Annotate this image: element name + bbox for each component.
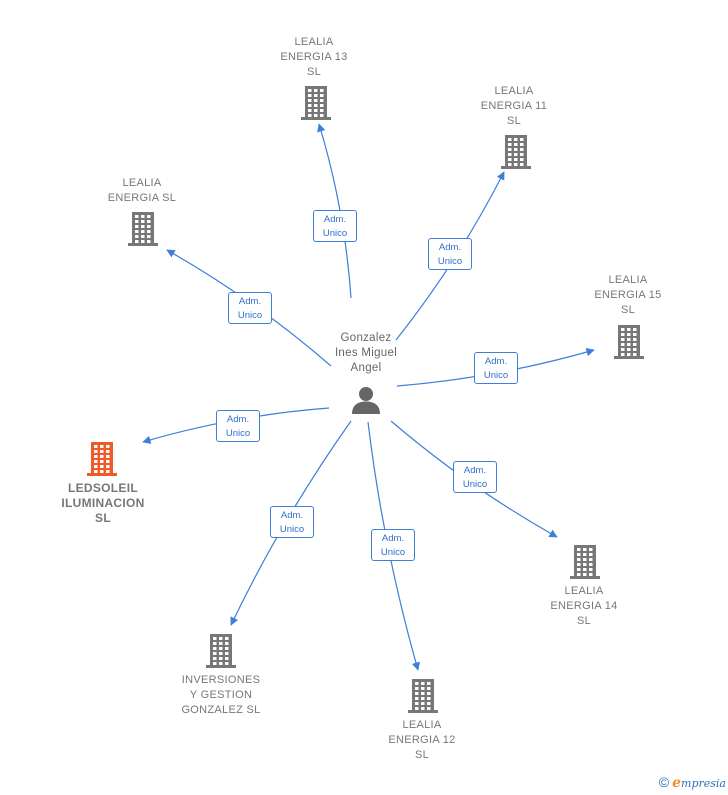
edge-label-line1: Adm.	[484, 356, 508, 367]
node-label-inversiones[interactable]: INVERSIONES Y GESTION GONZALEZ SL	[181, 674, 261, 716]
edge-label-line1: Adm.	[238, 296, 262, 307]
node-label-lealia-13[interactable]: LEALIA ENERGIA 13 SL	[280, 36, 348, 78]
edge-label-line2: Unico	[437, 256, 463, 267]
edge-label-line2: Unico	[322, 228, 348, 239]
node-label-lealia-14[interactable]: LEALIA ENERGIA 14 SL	[550, 585, 618, 627]
edge-label-lealia-12[interactable]: Adm. Unico	[371, 529, 415, 561]
edge-label-line1: Adm.	[226, 414, 250, 425]
copyright-symbol: ©	[658, 774, 670, 790]
edge-label-line1: Adm.	[463, 465, 487, 476]
edge-label-lealia-15[interactable]: Adm. Unico	[474, 352, 518, 384]
node-label-lealia-12[interactable]: LEALIA ENERGIA 12 SL	[388, 719, 456, 761]
edge-label-line1: Adm.	[280, 510, 304, 521]
edge-label-lealia-14[interactable]: Adm. Unico	[453, 461, 497, 493]
edge-label-line1: Adm.	[381, 533, 405, 544]
brand-initial: e	[672, 775, 682, 791]
node-label-lealia-sl[interactable]: LEALIA ENERGIA SL	[107, 177, 177, 204]
edge-label-line2: Unico	[225, 428, 251, 439]
edge-label-ledsoleil[interactable]: Adm. Unico	[216, 410, 260, 442]
building-icon[interactable]	[206, 634, 236, 668]
node-label-lealia-11[interactable]: LEALIA ENERGIA 11 SL	[480, 85, 548, 127]
edge-label-inversiones[interactable]: Adm. Unico	[270, 506, 314, 538]
edge-label-line2: Unico	[237, 310, 263, 321]
edge-label-lealia-11[interactable]: Adm. Unico	[428, 238, 472, 270]
center-person-label[interactable]: Gonzalez Ines Miguel Angel	[334, 332, 398, 374]
edge-label-line1: Adm.	[438, 242, 462, 253]
edge-label-lealia-sl[interactable]: Adm. Unico	[228, 292, 272, 324]
building-icon[interactable]	[128, 212, 158, 246]
person-icon[interactable]	[351, 386, 381, 414]
node-label-lealia-15[interactable]: LEALIA ENERGIA 15 SL	[594, 274, 662, 316]
brand-name: mpresia	[681, 777, 726, 790]
edge-label-line2: Unico	[279, 524, 305, 535]
building-icon[interactable]	[614, 325, 644, 359]
building-icon[interactable]	[408, 679, 438, 713]
node-label-ledsoleil[interactable]: LEDSOLEIL ILUMINACION SL	[61, 481, 145, 525]
building-icon[interactable]	[570, 545, 600, 579]
building-icon[interactable]	[301, 86, 331, 120]
footer-brand: © empresia	[659, 774, 726, 791]
building-icon[interactable]	[87, 442, 117, 476]
edge-label-line2: Unico	[483, 370, 509, 381]
edge-label-line2: Unico	[380, 547, 406, 558]
edge-label-line1: Adm.	[323, 214, 347, 225]
edge-label-lealia-13[interactable]: Adm. Unico	[313, 210, 357, 242]
building-icon[interactable]	[501, 135, 531, 169]
edge-label-line2: Unico	[462, 479, 488, 490]
